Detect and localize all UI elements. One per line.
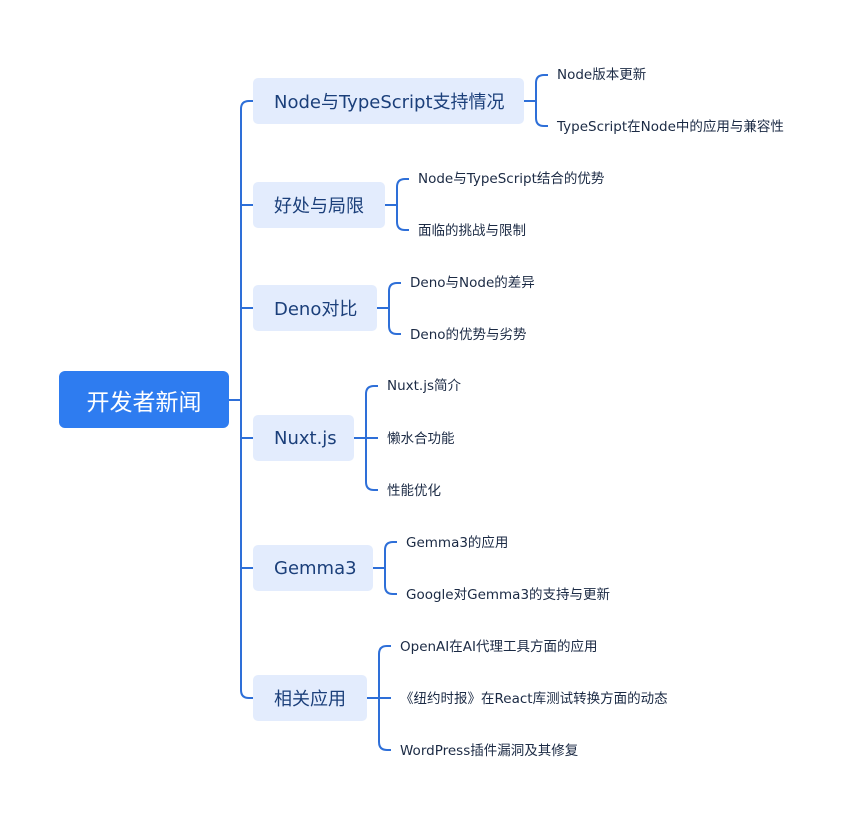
connector-b3-bracket <box>388 282 401 335</box>
leaf-node[interactable]: Google对Gemma3的支持与更新 <box>406 587 611 603</box>
branch-node-node-typescript[interactable]: Node与TypeScript支持情况 <box>253 78 524 124</box>
branch-node-deno[interactable]: Deno对比 <box>253 285 377 331</box>
connector-trunk <box>240 100 253 699</box>
leaf-node[interactable]: Deno的优势与劣势 <box>410 327 527 343</box>
leaf-node[interactable]: Node与TypeScript结合的优势 <box>418 171 605 187</box>
leaf-node[interactable]: Deno与Node的差异 <box>410 275 535 291</box>
leaf-node[interactable]: WordPress插件漏洞及其修复 <box>400 743 579 759</box>
branch-node-nuxt[interactable]: Nuxt.js <box>253 415 354 461</box>
branch-node-gemma[interactable]: Gemma3 <box>253 545 373 591</box>
leaf-node[interactable]: 面临的挑战与限制 <box>418 223 526 239</box>
root-node[interactable]: 开发者新闻 <box>59 371 229 428</box>
leaf-node[interactable]: TypeScript在Node中的应用与兼容性 <box>557 119 784 135</box>
leaf-node[interactable]: 性能优化 <box>387 483 441 499</box>
leaf-node[interactable]: Node版本更新 <box>557 67 647 83</box>
connector-b1-bracket <box>535 74 548 127</box>
leaf-node[interactable]: 《纽约时报》在React库测试转换方面的动态 <box>400 691 668 707</box>
connector-b5-bracket <box>384 541 397 595</box>
leaf-node[interactable]: OpenAI在AI代理工具方面的应用 <box>400 639 598 655</box>
leaf-node[interactable]: Gemma3的应用 <box>406 535 509 551</box>
connector-b2-bracket <box>396 178 409 231</box>
branch-node-benefits-limits[interactable]: 好处与局限 <box>253 182 385 228</box>
leaf-node[interactable]: Nuxt.js简介 <box>387 378 462 394</box>
branch-node-related-apps[interactable]: 相关应用 <box>253 675 367 721</box>
leaf-node[interactable]: 懒水合功能 <box>387 431 455 447</box>
